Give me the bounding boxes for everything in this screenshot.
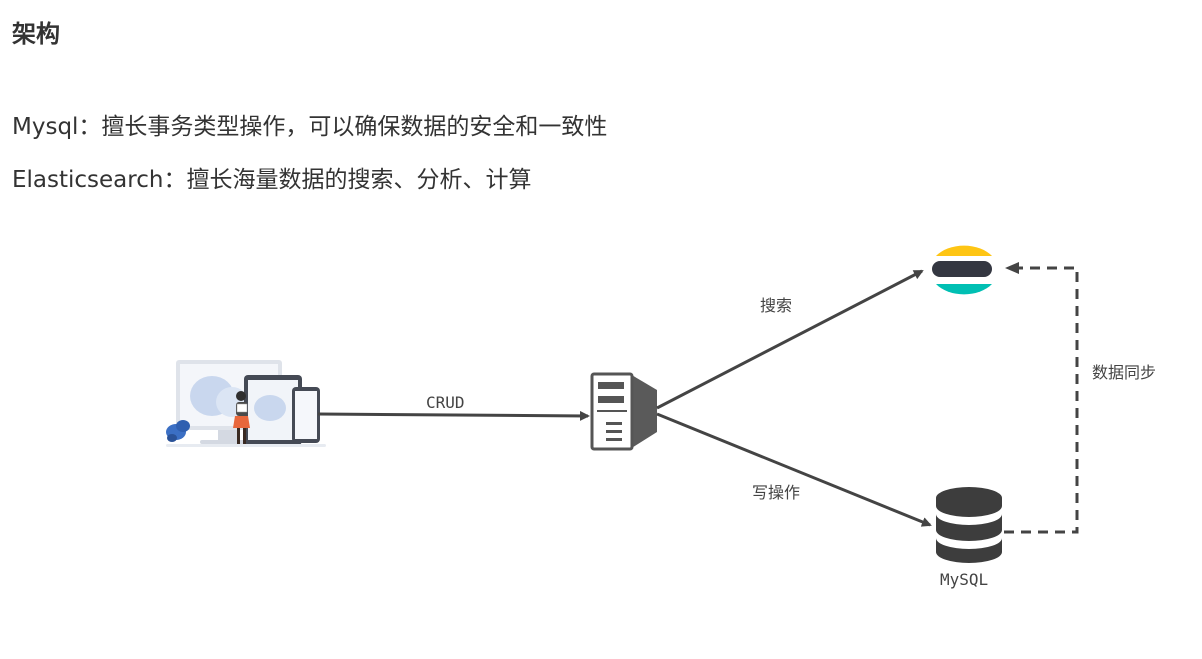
server-icon [590,372,657,451]
mysql-label: MySQL [940,570,988,589]
devices-illustration-icon [166,360,326,447]
write-label: 写操作 [752,483,800,502]
search-arrow [656,269,924,410]
crud-label: CRUD [426,393,465,412]
elasticsearch-description: Elasticsearch：擅长海量数据的搜索、分析、计算 [12,167,532,193]
crud-arrow [317,410,590,421]
sync-arrow [1004,262,1079,534]
mysql-description: Mysql：擅长事务类型操作，可以确保数据的安全和一致性 [12,114,608,140]
elasticsearch-logo-icon [932,245,992,295]
search-label: 搜索 [760,296,792,315]
page-heading: 架构 [12,20,60,48]
write-arrow [656,412,932,527]
sync-label: 数据同步 [1092,363,1156,382]
database-icon [936,487,1002,563]
